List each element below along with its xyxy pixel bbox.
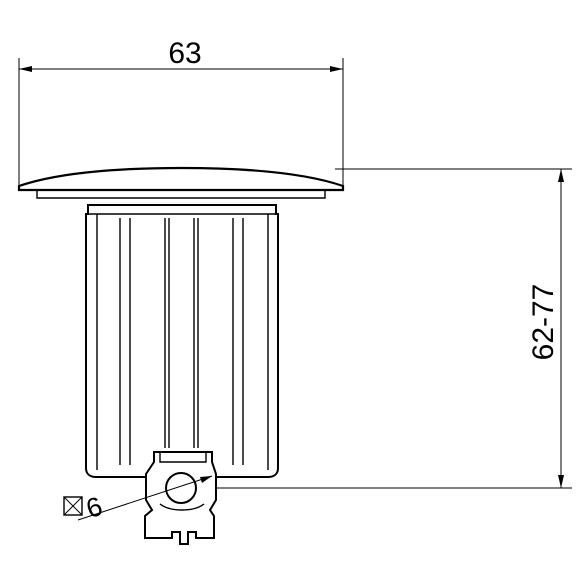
width-arrow-right — [330, 66, 343, 72]
height-arrow-top — [558, 169, 564, 182]
cap-dome — [17, 166, 345, 192]
square-socket-fitting — [144, 451, 217, 545]
socket-curve — [159, 503, 205, 511]
width-arrow-left — [19, 66, 32, 72]
square-size-callout: 6 — [63, 475, 213, 524]
square-leader-line — [77, 475, 213, 521]
stopper-cap — [17, 166, 345, 199]
socket-hole — [165, 472, 197, 504]
height-dimension: 62-77 — [215, 168, 572, 489]
square-leader-arrow — [200, 476, 212, 483]
body-outline — [85, 204, 279, 478]
square-size-label: 6 — [82, 491, 106, 524]
square-cross-icon — [63, 496, 83, 516]
height-dimension-label: 62-77 — [527, 284, 560, 361]
socket-top-band — [159, 452, 207, 463]
width-dimension: 63 — [18, 37, 344, 188]
width-dimension-label: 63 — [168, 37, 201, 70]
cap-underside — [36, 190, 326, 199]
stopper-body — [85, 204, 279, 478]
height-arrow-bottom — [558, 475, 564, 488]
